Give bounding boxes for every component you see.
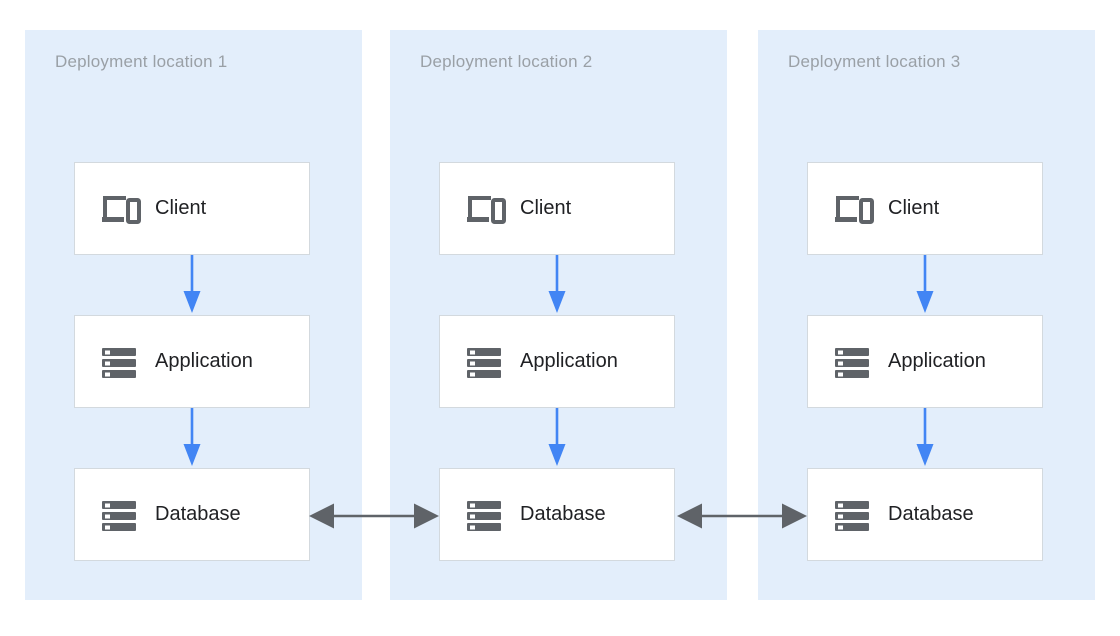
node-label: Database (155, 503, 241, 525)
node-client-3[interactable]: Client (807, 162, 1043, 255)
node-label: Application (155, 350, 253, 372)
node-label: Database (520, 503, 606, 525)
node-database-3[interactable]: Database (807, 468, 1043, 561)
node-label: Client (888, 197, 940, 219)
database-icon (830, 493, 874, 537)
devices-icon (97, 187, 141, 231)
panel-title-2: Deployment location 2 (420, 52, 593, 71)
server-icon (830, 340, 874, 384)
node-label: Application (888, 350, 986, 372)
node-database-2[interactable]: Database (439, 468, 675, 561)
node-application-1[interactable]: Application (74, 315, 310, 408)
node-application-2[interactable]: Application (439, 315, 675, 408)
node-client-1[interactable]: Client (74, 162, 310, 255)
node-label: Client (155, 197, 207, 219)
deployment-panel-2: Deployment location 2 Client (390, 30, 727, 600)
node-database-1[interactable]: Database (74, 468, 310, 561)
database-icon (462, 493, 506, 537)
server-icon (462, 340, 506, 384)
node-label: Client (520, 197, 572, 219)
panel-title-1: Deployment location 1 (55, 52, 228, 71)
panel-title-3: Deployment location 3 (788, 52, 961, 71)
deployment-panel-1: Deployment location 1 Client (25, 30, 362, 600)
devices-icon (462, 187, 506, 231)
node-label: Application (520, 350, 618, 372)
server-icon (97, 340, 141, 384)
database-icon (97, 493, 141, 537)
deployment-panel-3: Deployment location 3 Client (758, 30, 1095, 600)
node-client-2[interactable]: Client (439, 162, 675, 255)
node-label: Database (888, 503, 974, 525)
devices-icon (830, 187, 874, 231)
node-application-3[interactable]: Application (807, 315, 1043, 408)
